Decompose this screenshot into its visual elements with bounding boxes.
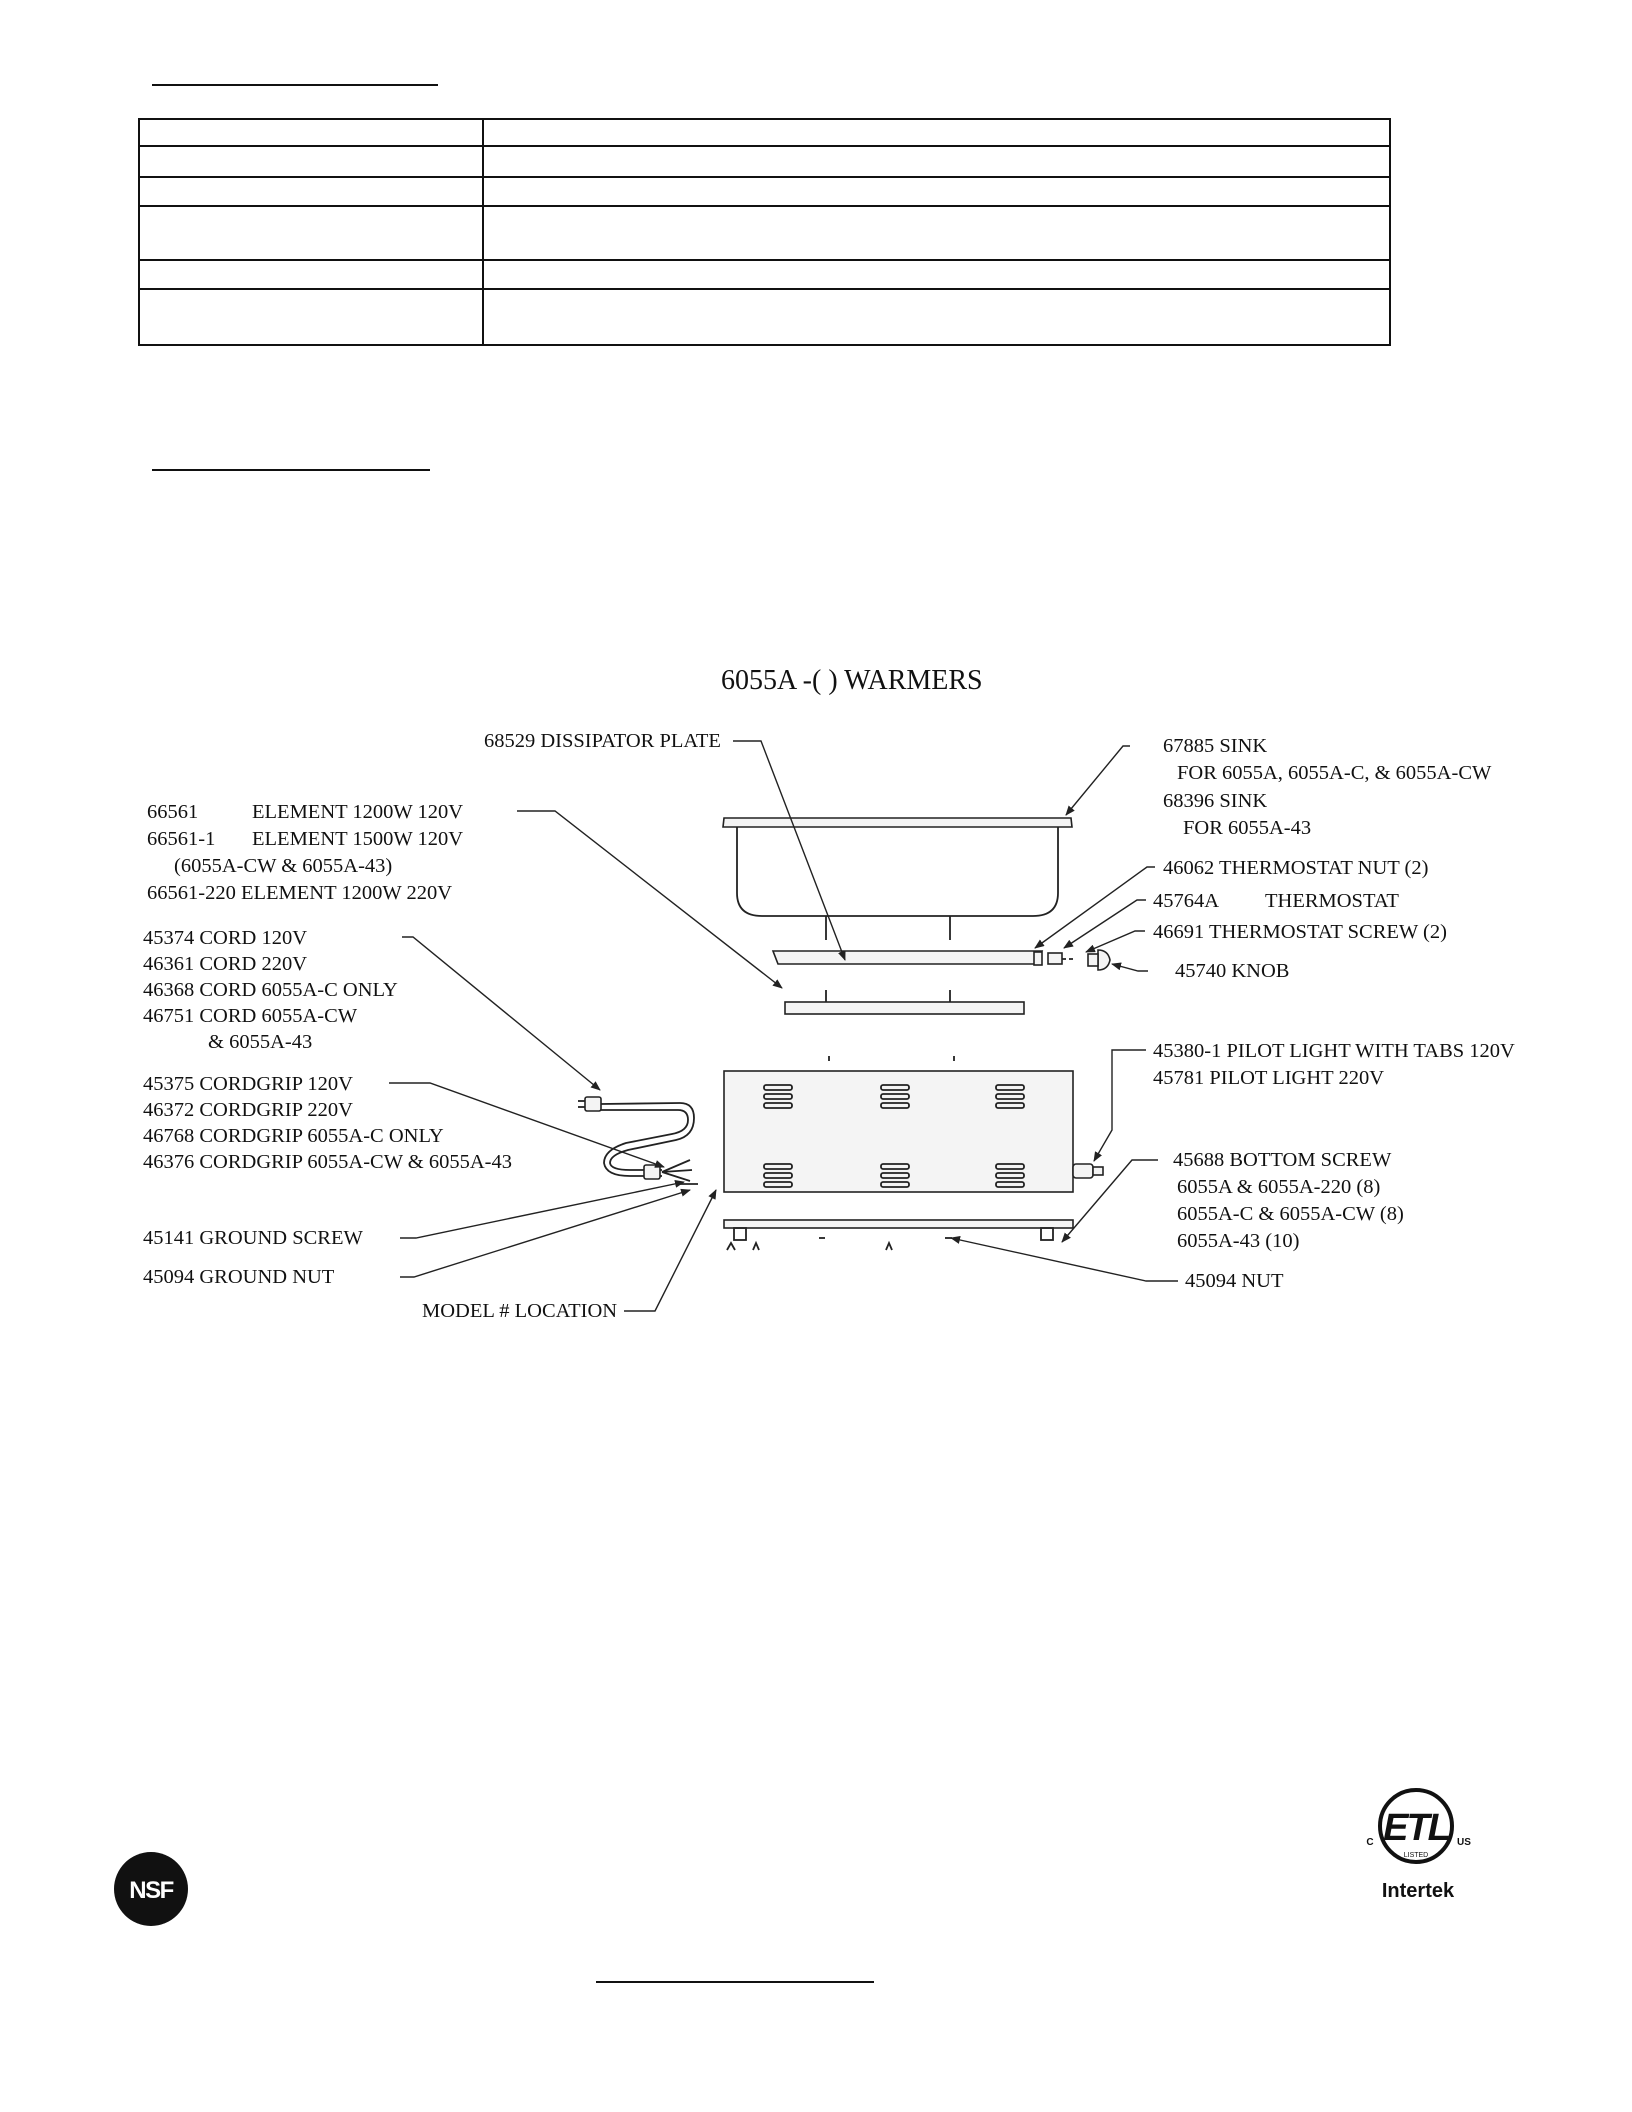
- label-thermostat: 45764A: [1153, 890, 1219, 912]
- leader-lines: [389, 740, 1178, 1312]
- label-element: 66561: [147, 801, 198, 823]
- table-row: [138, 288, 1391, 346]
- label-thermostat-nut: 46062 THERMOSTAT NUT (2): [1163, 857, 1428, 879]
- nsf-logo: NSF: [114, 1852, 188, 1926]
- label-knob: 45740 KNOB: [1175, 960, 1289, 982]
- label-bottom-screw: 6055A-C & 6055A-CW (8): [1177, 1203, 1404, 1225]
- label-bottom-screw: 6055A-43 (10): [1177, 1230, 1299, 1252]
- label-thermostat-screw: 46691 THERMOSTAT SCREW (2): [1153, 921, 1447, 943]
- section-heading-underline-2: [152, 469, 430, 471]
- label-element: 66561-220 ELEMENT 1200W 220V: [147, 882, 452, 904]
- power-cord-part: [578, 1096, 698, 1185]
- heating-element-part: [784, 990, 1025, 1015]
- table-row: [138, 259, 1391, 291]
- sink-part: [722, 817, 1073, 940]
- thermostat-part: [1033, 951, 1076, 966]
- housing-box-part: [723, 1056, 1074, 1193]
- table-row: [138, 175, 1391, 207]
- label-cordgrip: 45375 CORDGRIP 120V: [143, 1073, 353, 1095]
- label-bottom-screw: 45688 BOTTOM SCREW: [1173, 1149, 1392, 1171]
- pilot-light-part: [1072, 1163, 1104, 1179]
- label-ground-nut: 45094 GROUND NUT: [143, 1266, 335, 1288]
- label-cord: 46368 CORD 6055A-C ONLY: [143, 979, 398, 1001]
- label-element: ELEMENT 1200W 120V: [252, 801, 463, 823]
- specification-table: [138, 117, 1391, 346]
- label-nut: 45094 NUT: [1185, 1270, 1284, 1292]
- dissipator-plate-part: [771, 950, 1044, 965]
- label-ground-screw: 45141 GROUND SCREW: [143, 1227, 363, 1249]
- label-sink: 68396 SINK: [1163, 790, 1267, 812]
- table-row: [138, 145, 1391, 178]
- label-sink: FOR 6055A-43: [1183, 817, 1311, 839]
- label-sink: 67885 SINK: [1163, 735, 1267, 757]
- label-cord: 45374 CORD 120V: [143, 927, 307, 949]
- bottom-plate-part: [723, 1219, 1074, 1251]
- etl-intertek-logo: ETL LISTED C US Intertek: [1366, 1788, 1471, 1902]
- table-row: [138, 117, 1391, 148]
- label-model-location: MODEL # LOCATION: [422, 1300, 617, 1322]
- label-pilot-light: 45380-1 PILOT LIGHT WITH TABS 120V: [1153, 1040, 1515, 1062]
- table-row: [138, 204, 1391, 262]
- label-thermostat: THERMOSTAT: [1265, 890, 1399, 912]
- label-cord: 46751 CORD 6055A-CW: [143, 1005, 358, 1027]
- etl-logo-text: ETL: [1383, 1807, 1449, 1849]
- label-element: ELEMENT 1500W 120V: [252, 828, 463, 850]
- label-sink: FOR 6055A, 6055A-C, & 6055A-CW: [1177, 762, 1492, 784]
- etl-listed-text: LISTED: [1404, 1852, 1429, 1859]
- label-cord: & 6055A-43: [208, 1031, 312, 1053]
- etl-us-text: US: [1457, 1837, 1471, 1848]
- knob-part: [1087, 949, 1111, 971]
- section-heading-underline-1: [152, 84, 438, 86]
- intertek-text: Intertek: [1382, 1880, 1455, 1902]
- label-dissipator-plate: 68529 DISSIPATOR PLATE: [484, 730, 721, 752]
- nsf-logo-text: NSF: [129, 1877, 173, 1904]
- vent-slots: [763, 1084, 1025, 1188]
- label-cord: 46361 CORD 220V: [143, 953, 307, 975]
- diagram-title: 6055A -( ) WARMERS: [721, 665, 983, 696]
- label-pilot-light: 45781 PILOT LIGHT 220V: [1153, 1067, 1384, 1089]
- label-element: (6055A-CW & 6055A-43): [174, 855, 392, 877]
- label-cordgrip: 46768 CORDGRIP 6055A-C ONLY: [143, 1125, 444, 1147]
- label-element: 66561-1: [147, 828, 215, 850]
- label-cordgrip: 46376 CORDGRIP 6055A-CW & 6055A-43: [143, 1151, 512, 1173]
- callout-labels: 68529 DISSIPATOR PLATE 67885 SINK FOR 60…: [143, 730, 1515, 1322]
- footer-underline: [596, 1981, 874, 1983]
- label-cordgrip: 46372 CORDGRIP 220V: [143, 1099, 353, 1121]
- label-bottom-screw: 6055A & 6055A-220 (8): [1177, 1176, 1380, 1198]
- etl-c-text: C: [1366, 1837, 1373, 1848]
